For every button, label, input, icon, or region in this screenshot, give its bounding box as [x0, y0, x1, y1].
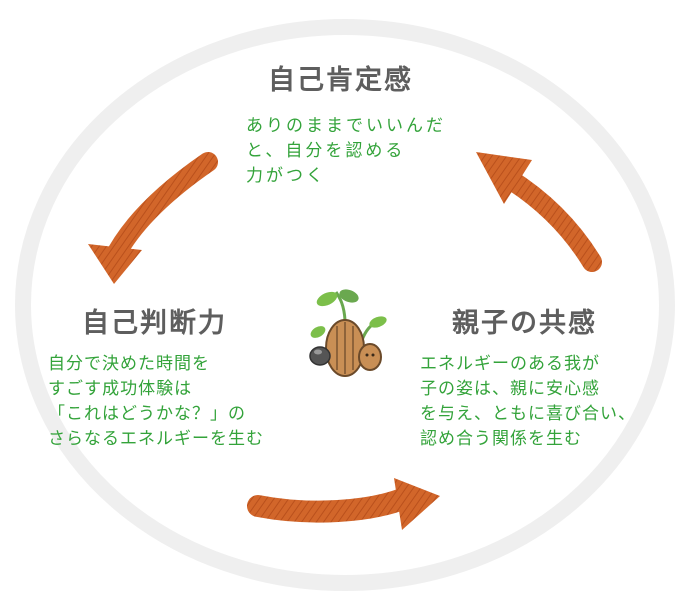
node-title-left: 自己判断力 — [82, 308, 227, 339]
desc-line: すごす成功体験は — [48, 379, 193, 399]
desc-line: エネルギーのある我が — [420, 354, 600, 374]
node-title-top: 自己肯定感 — [268, 65, 413, 96]
cycle-arrow-bottom-right-icon — [247, 478, 440, 530]
node-desc-top: ありのままでいいんだ と、自分を認める 力がつく — [246, 114, 446, 189]
node-title-right: 親子の共感 — [452, 308, 597, 339]
desc-line: 子の姿は、親に安心感 — [420, 379, 600, 399]
node-desc-left: 自分で決めた時間を すごす成功体験は 「これはどうかな？」の さらなるエネルギー… — [48, 352, 264, 452]
node-desc-right: エネルギーのある我が 子の姿は、親に安心感 を与え、ともに喜び合い、 認め合う関… — [420, 352, 636, 452]
desc-line: を与え、ともに喜び合い、 — [420, 404, 636, 424]
desc-line: さらなるエネルギーを生む — [48, 429, 264, 449]
cycle-arrow-left-down-icon — [88, 152, 218, 284]
desc-line: 自分で決めた時間を — [48, 354, 210, 374]
desc-line: と、自分を認める — [246, 141, 406, 161]
desc-line: ありのままでいいんだ — [246, 116, 446, 136]
desc-line: 「これはどうかな？」の — [48, 404, 246, 424]
sprouting-seeds-illustration-icon — [309, 289, 387, 377]
cycle-arrow-right-up-icon — [476, 152, 602, 272]
desc-line: 認め合う関係を生む — [420, 429, 582, 449]
cycle-ring — [15, 19, 675, 591]
desc-line: 力がつく — [246, 166, 326, 186]
